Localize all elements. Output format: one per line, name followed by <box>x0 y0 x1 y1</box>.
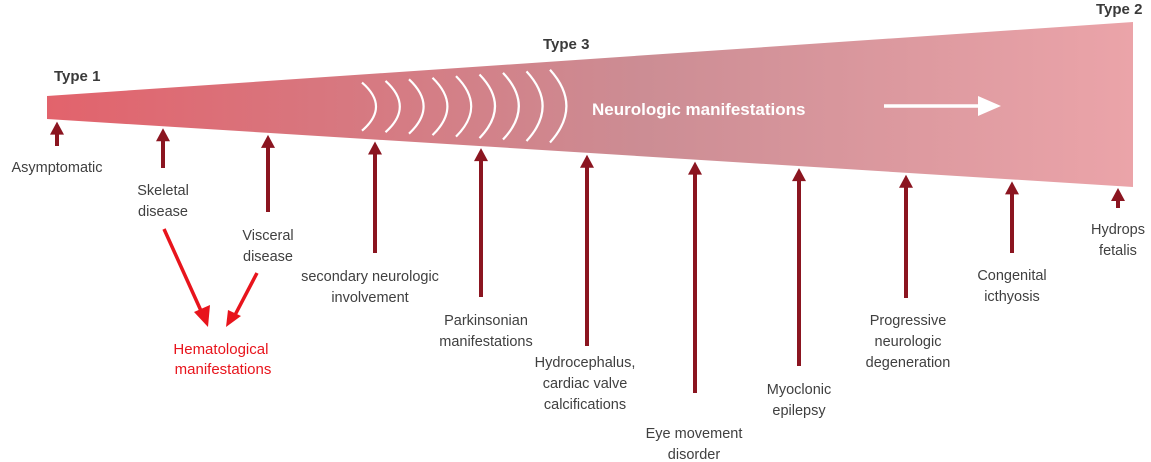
secondary-neurologic-involvement-pointer-arrow <box>368 141 382 253</box>
visceral-disease-pointer-arrow <box>261 134 275 212</box>
asymptomatic-label: Asymptomatic <box>11 160 102 176</box>
congenital-icthyosis-pointer-arrow <box>1005 181 1019 253</box>
label-line: calcifications <box>544 397 626 413</box>
label-line: Hydrops <box>1091 222 1145 238</box>
hematological-manifestations-label: Hematological manifestations <box>173 341 272 378</box>
label-line: icthyosis <box>984 289 1040 305</box>
hematological-arrows <box>162 228 259 327</box>
parkinsonian-manifestations-label: Parkinsonian manifestations <box>439 313 533 350</box>
skeletal-disease-label: Skeletal disease <box>137 183 189 220</box>
secondary-neurologic-involvement-label: secondary neurologic involvement <box>301 269 439 306</box>
label-line: Congenital <box>977 268 1046 284</box>
label-line: Parkinsonian <box>444 313 528 329</box>
eye-movement-disorder-pointer-arrow <box>688 161 702 393</box>
label-line: cardiac valve <box>543 376 628 392</box>
right-arrow-icon <box>884 96 1001 116</box>
wave-arc <box>408 78 425 135</box>
wave-arc <box>384 80 401 134</box>
eye-movement-disorder-label: Eye movement disorder <box>646 426 743 462</box>
wave-arc <box>549 68 568 144</box>
label-line: degeneration <box>866 355 951 371</box>
wave-arc <box>431 76 449 136</box>
visceral-to-hematological-arrow <box>226 272 259 327</box>
label-line: Visceral <box>242 228 293 244</box>
neurologic-wave-arcs <box>361 68 568 144</box>
wave-arc <box>361 81 377 132</box>
label-line: epilepsy <box>772 403 826 419</box>
asymptomatic-pointer-arrow <box>50 121 64 146</box>
skeletal-to-hematological-arrow <box>162 228 210 327</box>
myoclonic-epilepsy-pointer-arrow <box>792 168 806 366</box>
progressive-neurologic-degeneration-label: Progressive neurologic degeneration <box>866 313 951 371</box>
type-1-label: Type 1 <box>54 68 100 85</box>
label-line: disease <box>243 249 293 265</box>
label-line: disease <box>138 204 188 220</box>
severity-wedge-band <box>47 22 1133 187</box>
congenital-icthyosis-label: Congenital icthyosis <box>977 268 1046 305</box>
neurologic-manifestations-label: Neurologic manifestations <box>592 100 805 119</box>
wave-arc <box>525 70 544 142</box>
label-line: disorder <box>668 447 721 462</box>
label-line: Asymptomatic <box>11 160 102 176</box>
label-line: Myoclonic <box>767 382 831 398</box>
label-line: Progressive <box>870 313 947 329</box>
hydrocephalus-pointer-arrow <box>580 154 594 346</box>
hydrocephalus-label: Hydrocephalus, cardiac valve calcification… <box>535 355 636 413</box>
label-line: Skeletal <box>137 183 189 199</box>
label-line: Hydrocephalus, <box>535 355 636 371</box>
type-3-label: Type 3 <box>543 36 589 53</box>
skeletal-disease-pointer-arrow <box>156 128 170 168</box>
progressive-neurologic-degeneration-pointer-arrow <box>899 174 913 298</box>
hydrops-fetalis-pointer-arrow <box>1111 188 1125 208</box>
type-2-label: Type 2 <box>1096 1 1142 18</box>
myoclonic-epilepsy-label: Myoclonic epilepsy <box>767 382 831 419</box>
label-line: manifestations <box>439 334 533 350</box>
wave-arc <box>455 75 473 138</box>
wave-arc <box>478 73 496 139</box>
wave-arc <box>502 72 520 141</box>
label-line: involvement <box>331 290 408 306</box>
visceral-disease-label: Visceral disease <box>242 228 293 265</box>
label-line: Eye movement <box>646 426 743 442</box>
label-line: fetalis <box>1099 243 1137 259</box>
parkinsonian-manifestations-pointer-arrow <box>474 148 488 297</box>
hydrops-fetalis-label: Hydrops fetalis <box>1091 222 1145 259</box>
label-line: secondary neurologic <box>301 269 439 285</box>
label-line: neurologic <box>875 334 942 350</box>
